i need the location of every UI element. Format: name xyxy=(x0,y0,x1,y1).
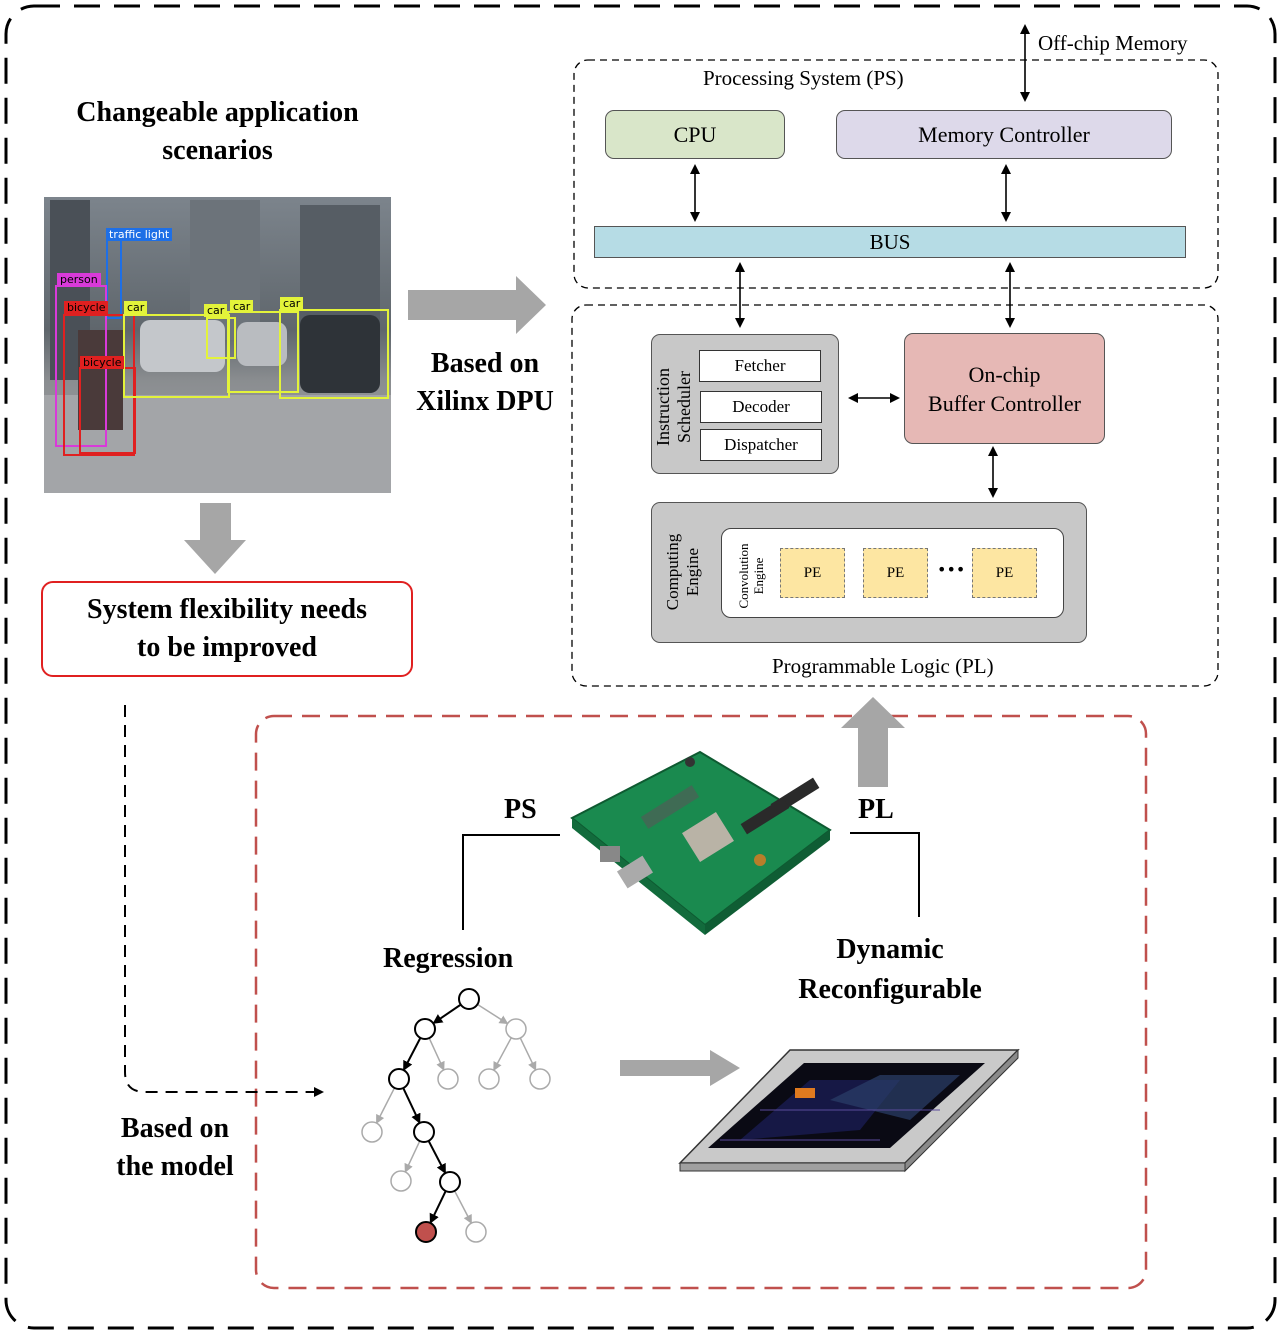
scheduler-label: Instruction Scheduler xyxy=(653,337,695,477)
tree-edge xyxy=(453,1190,472,1225)
tree-node xyxy=(439,1171,461,1193)
tree-edge xyxy=(403,1037,422,1072)
decoder-block: Decoder xyxy=(700,391,822,423)
model-line1: Based on xyxy=(120,1113,230,1144)
detection-label-bicycle-2: bicycle xyxy=(80,356,125,369)
flexibility-line1: System flexibility needs xyxy=(87,594,367,625)
tree-node xyxy=(465,1221,487,1243)
tree-node xyxy=(361,1121,383,1143)
model-frame xyxy=(254,714,1148,1290)
tree-node xyxy=(414,1018,436,1040)
scenario-title: Changeable application scenarios xyxy=(40,94,395,170)
model-line2: the model xyxy=(116,1151,234,1182)
scheduler-line1: Instruction xyxy=(653,368,673,446)
dynamic-reconfigurable-label: Dynamic Reconfigurable xyxy=(775,930,1005,1010)
tree-edge xyxy=(402,1087,421,1124)
pl-title: Programmable Logic (PL) xyxy=(772,654,994,678)
tree-edge xyxy=(432,1003,462,1024)
dpu-arrow xyxy=(408,276,546,334)
pl-connector xyxy=(850,832,920,917)
tree-node xyxy=(458,988,480,1010)
compute-line2: Engine xyxy=(683,547,702,597)
detection-scene-image xyxy=(44,197,391,493)
pe-block-1: PE xyxy=(780,548,845,598)
tree-node xyxy=(529,1068,551,1090)
scenario-title-line1: Changeable application xyxy=(76,97,359,128)
ps-title: Processing System (PS) xyxy=(703,66,904,90)
tree-node xyxy=(388,1068,410,1090)
computing-engine-label: Computing Engine xyxy=(663,517,703,627)
cpu-block: CPU xyxy=(605,110,785,159)
flexibility-box: System flexibility needs to be improved xyxy=(41,581,413,677)
regression-tree xyxy=(361,988,551,1243)
compute-line1: Computing xyxy=(663,533,682,611)
pl-frame xyxy=(571,304,1219,687)
tree-node xyxy=(478,1068,500,1090)
tree-edge xyxy=(429,1190,447,1224)
detection-label-car-2: car xyxy=(204,304,228,317)
pl-label: PL xyxy=(858,794,894,825)
based-on-model-label: Based on the model xyxy=(90,1110,260,1186)
offchip-memory-label: Off-chip Memory xyxy=(1038,31,1188,55)
detection-label-car-3: car xyxy=(230,300,254,313)
detection-label-bicycle-1: bicycle xyxy=(64,301,109,314)
tree-edge xyxy=(427,1140,446,1175)
dispatcher-block: Dispatcher xyxy=(700,429,822,461)
bus-block: BUS xyxy=(594,226,1186,258)
buffer-line2: Buffer Controller xyxy=(928,390,1081,416)
fetcher-block: Fetcher xyxy=(699,350,821,382)
pe-block-3: PE xyxy=(972,548,1037,598)
dynamic-line2: Reconfigurable xyxy=(798,974,982,1005)
tree-edge xyxy=(477,1003,509,1025)
detection-label-car-4: car xyxy=(280,297,304,310)
down-arrow xyxy=(184,503,246,574)
based-on-dpu-label: Based on Xilinx DPU xyxy=(400,345,570,421)
buffer-line1: On-chip xyxy=(968,361,1041,387)
tree-node xyxy=(390,1170,412,1192)
tree-edge xyxy=(376,1087,396,1124)
dpu-line2: Xilinx DPU xyxy=(416,386,554,417)
scenario-title-line2: scenarios xyxy=(162,135,273,166)
flexibility-line2: to be improved xyxy=(137,632,317,663)
regression-label: Regression xyxy=(383,943,514,974)
outer-frame xyxy=(4,4,1277,1330)
ps-frame xyxy=(573,59,1219,289)
fpga-board-image xyxy=(570,750,832,935)
conv-line1: Convolution xyxy=(736,543,751,609)
pe-block-2: PE xyxy=(863,548,928,598)
ps-connector xyxy=(462,834,560,930)
chip-layout-image xyxy=(678,1048,1020,1173)
tree-edge xyxy=(519,1037,537,1071)
dpu-line1: Based on xyxy=(430,348,540,379)
tree-node xyxy=(437,1068,459,1090)
tree-node xyxy=(505,1018,527,1040)
tree-edge xyxy=(428,1037,445,1071)
convolution-engine-label: Convolution Engine xyxy=(736,534,766,618)
buffer-controller-block: On-chip Buffer Controller xyxy=(904,333,1105,444)
flow-dashed-path xyxy=(124,705,324,1097)
memory-controller-block: Memory Controller xyxy=(836,110,1172,159)
detection-label-person: person xyxy=(57,273,101,286)
ps-label: PS xyxy=(504,794,537,825)
tree-leaf-selected xyxy=(415,1221,437,1243)
tree-node xyxy=(413,1121,435,1143)
conv-line2: Engine xyxy=(751,557,766,595)
right-arrow xyxy=(620,1050,740,1086)
pe-ellipsis: ••• xyxy=(937,560,966,579)
tree-edge xyxy=(404,1140,421,1173)
scheduler-line2: Scheduler xyxy=(674,371,694,443)
detection-label-car-1: car xyxy=(124,301,148,314)
dynamic-line1: Dynamic xyxy=(836,934,944,965)
tree-edge xyxy=(493,1037,512,1072)
up-arrow xyxy=(841,697,905,787)
detection-label-traffic-light: traffic light xyxy=(106,228,173,241)
